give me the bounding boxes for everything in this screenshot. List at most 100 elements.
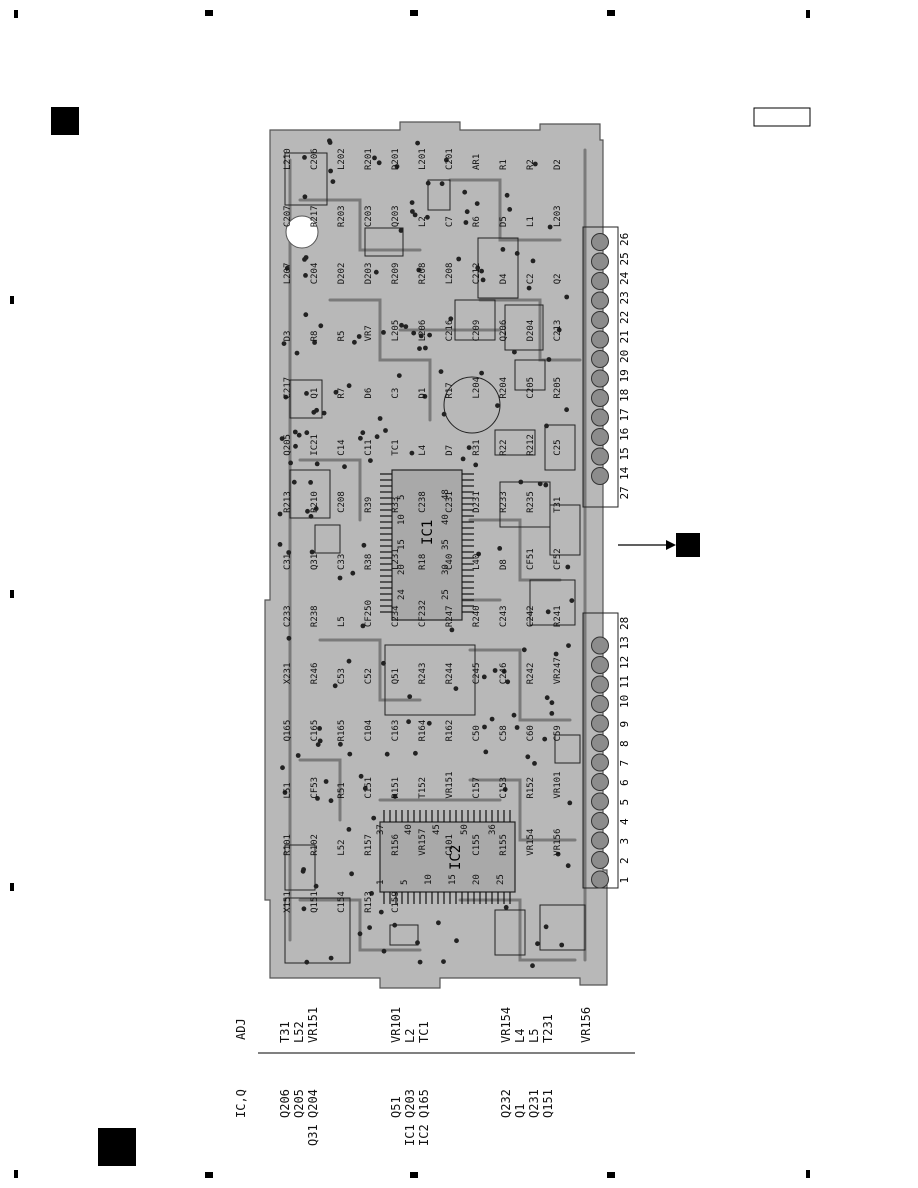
component-label: C212	[472, 263, 482, 285]
via	[295, 753, 301, 758]
component-label: Q51	[391, 668, 401, 684]
via	[530, 963, 535, 969]
adj-table-header-adj: ADJ	[234, 1018, 248, 1040]
adj-table-q: Q203	[403, 1089, 417, 1118]
component-label: T152	[418, 777, 428, 799]
connector-pad	[591, 675, 609, 694]
component-label: R22	[499, 439, 509, 455]
via	[425, 214, 430, 220]
adj-table-adj: L5	[527, 1029, 541, 1043]
via	[439, 181, 445, 187]
adj-table-adj: L2	[403, 1029, 417, 1043]
via	[543, 482, 549, 488]
component-label: TC1	[391, 439, 401, 455]
component-label: D201	[391, 148, 401, 170]
via	[347, 751, 353, 757]
via	[376, 160, 382, 166]
via	[312, 340, 317, 345]
connector-pad	[591, 695, 609, 713]
component-label: IC21	[310, 434, 320, 456]
component-label: D204	[526, 320, 536, 342]
ic1-pin-number: 15	[397, 539, 407, 550]
via	[530, 258, 536, 264]
copper-traces	[288, 148, 587, 962]
component-label: VR154	[526, 829, 536, 856]
via	[392, 793, 398, 799]
component-label: C216	[445, 320, 455, 342]
component-label: L206	[418, 320, 428, 342]
component-label: R241	[553, 605, 563, 627]
component-label: R246	[310, 663, 320, 685]
ic1-label: IC1	[420, 520, 436, 545]
via	[288, 460, 293, 466]
via	[283, 394, 289, 400]
via	[318, 323, 324, 329]
connector-pad	[591, 428, 609, 446]
connector-pad	[591, 291, 609, 310]
component-label: C243	[499, 605, 509, 627]
component-label: VR156	[553, 829, 563, 856]
via	[313, 506, 319, 512]
via	[381, 330, 386, 335]
connector-pad	[591, 330, 609, 349]
connector-pin-number: 11	[618, 675, 631, 688]
via	[296, 432, 302, 438]
via	[544, 423, 549, 429]
adj-table-q: Q232	[499, 1089, 513, 1118]
connector-pad	[591, 233, 609, 251]
via	[368, 458, 373, 463]
component-label: R39	[364, 497, 374, 513]
connector-pad	[591, 831, 609, 850]
via	[526, 285, 532, 291]
adj-table-q: Q205	[292, 1089, 306, 1118]
section-marker-top-left	[51, 107, 79, 135]
component-label: C153	[499, 777, 509, 799]
component-label: C163	[391, 720, 401, 742]
component-label: C58	[499, 725, 509, 741]
via	[406, 719, 411, 725]
via	[417, 959, 423, 965]
connector-pad	[591, 272, 609, 290]
via	[357, 931, 363, 937]
component-label: C155	[472, 834, 482, 856]
adj-table-adj: T231	[541, 1014, 555, 1043]
component-label: C234	[391, 605, 401, 627]
via	[328, 168, 333, 174]
via	[372, 155, 377, 161]
via	[503, 905, 509, 910]
connector-pin-number: 8	[618, 740, 631, 747]
via	[413, 750, 418, 756]
adj-table-adj: VR154	[499, 1007, 513, 1043]
connector-pin-number: 5	[618, 799, 631, 806]
connector-pin-number: 26	[618, 233, 631, 246]
via	[415, 940, 420, 946]
via	[409, 200, 415, 206]
via	[373, 269, 379, 275]
adj-table-adj: T31	[278, 1021, 292, 1043]
via	[441, 959, 446, 964]
connector-pad	[591, 714, 609, 733]
ic1-pin-number: 20	[397, 564, 407, 575]
page-corner-block	[98, 1128, 136, 1166]
via	[292, 429, 298, 435]
vias	[277, 138, 575, 969]
via	[291, 479, 297, 485]
via	[409, 450, 415, 456]
ic2-pin-number: 37	[376, 824, 386, 835]
component-label: Q1	[310, 388, 320, 399]
connector-pin-number: 22	[618, 311, 631, 324]
connector-pin-number: 6	[618, 779, 631, 786]
component-label: VR7	[364, 325, 374, 341]
component-label: CF53	[310, 777, 320, 799]
component-label: L208	[445, 263, 455, 285]
component-label: X231	[283, 663, 293, 685]
component-label: R18	[418, 554, 428, 570]
ic2-pin-number: 45	[432, 824, 442, 835]
component-label: C231	[445, 491, 455, 513]
component-label: R8	[310, 331, 320, 342]
component-label: R1	[499, 159, 509, 170]
component-label: R201	[364, 148, 374, 170]
